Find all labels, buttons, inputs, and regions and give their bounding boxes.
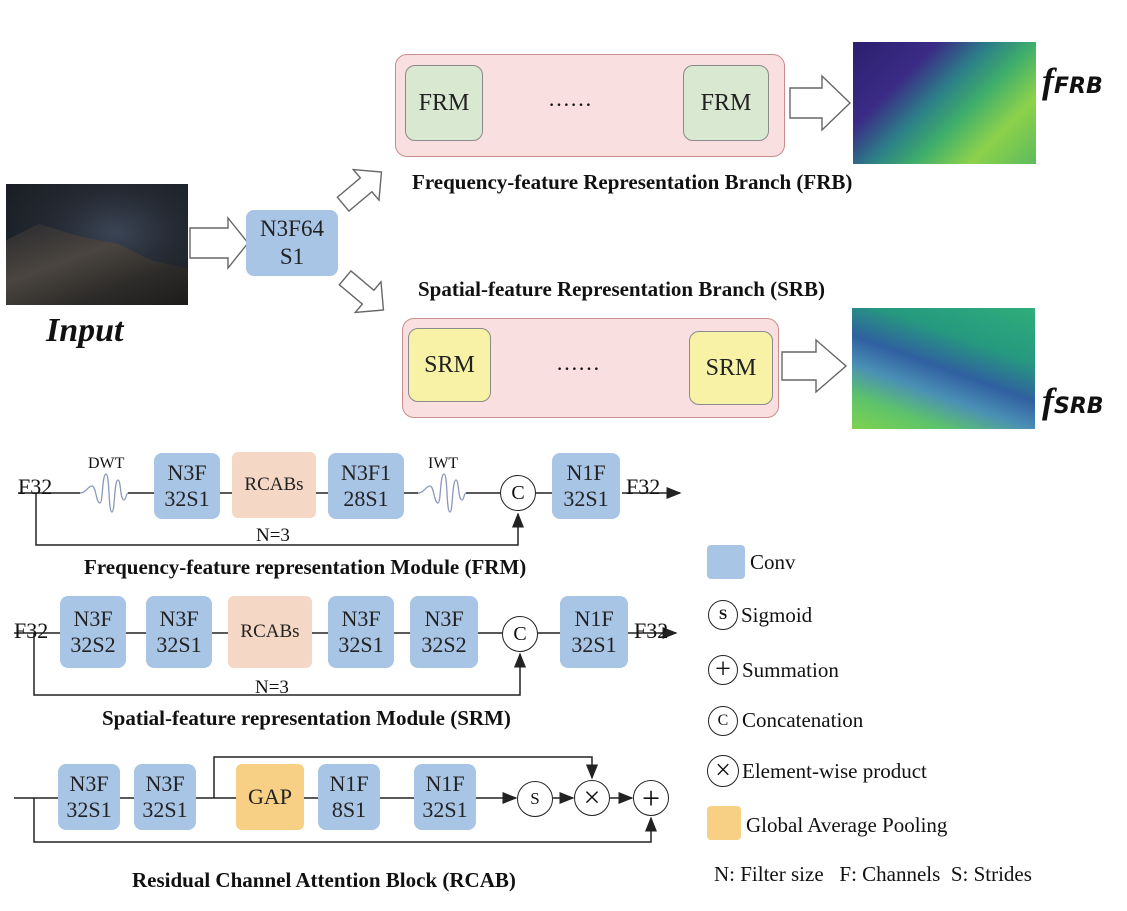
srb-feature-map	[852, 308, 1035, 429]
frm-conv-3: N1F 32S1	[552, 453, 620, 519]
srm-caption: Spatial-feature representation Module (S…	[102, 706, 511, 730]
dwt-wave-icon	[79, 473, 129, 513]
srm-repeat-label: N=3	[255, 677, 289, 698]
frm-caption: Frequency-feature representation Module …	[84, 555, 527, 579]
frb-frm-block-2: FRM	[683, 65, 769, 141]
srm-concat-node: C	[502, 616, 538, 652]
rcab-sum-node: +	[633, 780, 669, 816]
f-frb-symbol: fFRB	[1042, 61, 1103, 101]
rcab-conv-2: N3F 32S1	[134, 764, 196, 830]
arrow-stem-to-frb	[336, 168, 383, 213]
srb-caption: Spatial-feature Representation Branch (S…	[418, 277, 825, 301]
input-label: Input	[46, 312, 124, 349]
frm-output-label: F32	[626, 474, 661, 499]
frb-feature-map	[853, 42, 1036, 164]
srm-conv-5: N1F 32S1	[560, 596, 628, 668]
srm-conv-3: N3F 32S1	[328, 596, 394, 668]
legend-concatenation-label: Concatenation	[742, 708, 864, 732]
arrow-input-to-stem	[189, 216, 249, 270]
frm-dwt-label: DWT	[88, 455, 125, 472]
legend-gap-swatch	[707, 806, 741, 840]
rcab-product-node: ×	[574, 780, 610, 816]
rcab-sigmoid-node: S	[517, 781, 553, 817]
legend-sigmoid-label: Sigmoid	[741, 603, 813, 627]
srb-srm-block-1: SRM	[408, 328, 491, 402]
legend-product-label: Element-wise product	[742, 759, 927, 783]
srm-output-label: F32	[634, 618, 669, 643]
rcab-conv-3: N1F 8S1	[318, 764, 380, 830]
legend-conv-swatch	[707, 545, 745, 579]
frm-repeat-label: N=3	[256, 525, 290, 546]
frb-dots: ……	[548, 86, 592, 111]
arrow-stem-to-srb	[338, 269, 385, 314]
frm-iwt-label: IWT	[428, 455, 459, 472]
srm-conv-2: N3F 32S1	[146, 596, 212, 668]
legend-concat-icon: C	[708, 706, 738, 736]
arrow-frb-out	[789, 74, 852, 132]
input-image	[6, 184, 188, 305]
frm-conv-2: N3F1 28S1	[328, 453, 404, 519]
frm-rcabs-block: RCABs	[232, 452, 316, 518]
frm-concat-node: C	[500, 475, 536, 511]
legend-gap-label: Global Average Pooling	[746, 813, 948, 837]
f-srb-symbol: fSRB	[1042, 381, 1104, 421]
iwt-wave-icon	[417, 473, 467, 513]
rcab-caption: Residual Channel Attention Block (RCAB)	[132, 868, 516, 892]
legend-footnote: N: Filter size F: Channels S: Strides	[714, 862, 1032, 886]
srb-dots: ……	[556, 350, 600, 375]
frb-frm-block-1: FRM	[405, 65, 483, 141]
legend-product-icon: ×	[707, 755, 739, 787]
srm-rcabs-block: RCABs	[228, 596, 312, 668]
srm-conv-4: N3F 32S2	[410, 596, 478, 668]
rcab-gap-block: GAP	[236, 764, 304, 830]
srm-conv-1: N3F 32S2	[60, 596, 126, 668]
legend-conv-label: Conv	[750, 550, 796, 574]
frm-input-label: F32	[18, 474, 53, 499]
srm-input-label: F32	[14, 618, 49, 643]
arrow-srb-out	[781, 338, 848, 394]
frb-caption: Frequency-feature Representation Branch …	[412, 170, 853, 194]
stem-conv-block: N3F64 S1	[246, 210, 338, 276]
rcab-conv-4: N1F 32S1	[414, 764, 476, 830]
srb-srm-block-2: SRM	[689, 331, 773, 405]
rcab-conv-1: N3F 32S1	[58, 764, 120, 830]
legend-sigmoid-icon: S	[708, 600, 738, 630]
legend-summation-icon: +	[708, 654, 738, 685]
legend-summation-label: Summation	[742, 658, 839, 682]
frm-conv-1: N3F 32S1	[154, 453, 220, 519]
